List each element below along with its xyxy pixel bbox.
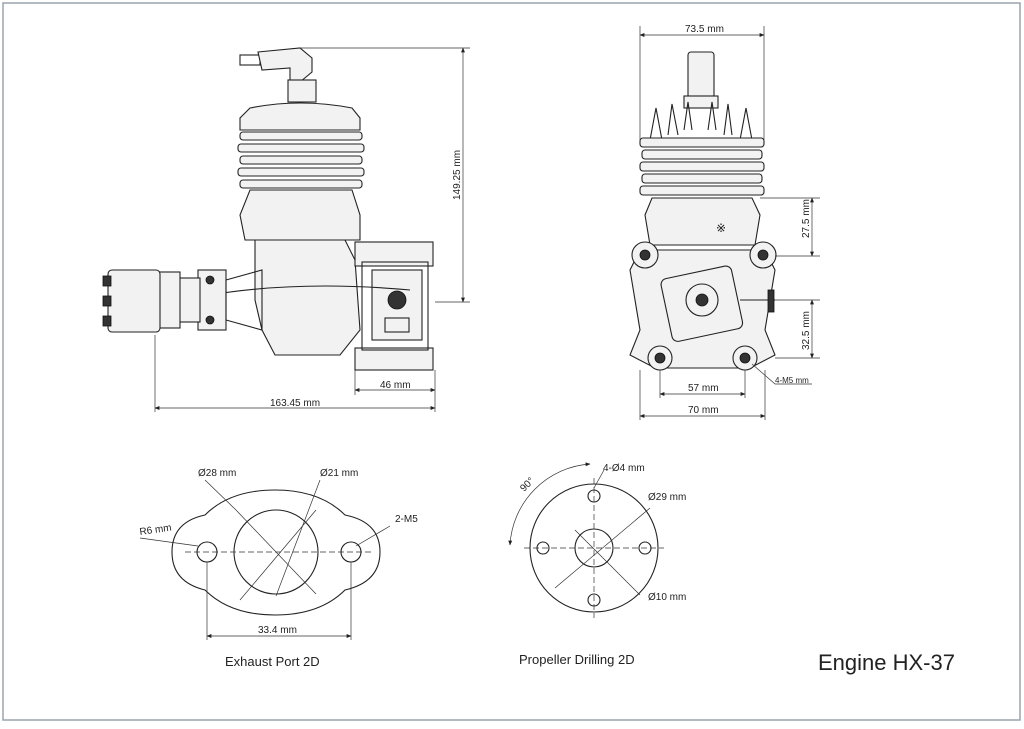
front-lower-offset-label: 32.5 mm bbox=[801, 311, 812, 350]
side-height-label: 149.25 mm bbox=[452, 150, 463, 200]
front-mount-spacing-label: 57 mm bbox=[688, 383, 719, 394]
side-view-dimensions: 149.25 mm 46 mm 163.45 mm bbox=[154, 47, 470, 412]
side-mount-depth-label: 46 mm bbox=[380, 380, 411, 391]
exhaust-port-dimensions: Ø28 mm Ø21 mm R6 mm 2-M5 33.4 mm bbox=[139, 468, 418, 640]
exhaust-port-drawing bbox=[171, 479, 381, 616]
brand-glyph-front: ※ bbox=[716, 221, 726, 235]
front-mount-holes-label: 4-M5 mm bbox=[775, 376, 809, 385]
front-view-dimensions: 73.5 mm 27.5 mm 32.5 mm 57 mm 70 mm 4-M5… bbox=[639, 24, 820, 420]
exhaust-outer-diameter-label: Ø28 mm bbox=[198, 468, 236, 479]
exhaust-radius-label: R6 mm bbox=[139, 523, 172, 538]
propeller-bolt-circle-label: Ø29 mm bbox=[648, 492, 686, 503]
propeller-holes-label: 4-Ø4 mm bbox=[603, 463, 645, 474]
exhaust-inner-diameter-label: Ø21 mm bbox=[320, 468, 358, 479]
exhaust-bolts-label: 2-M5 bbox=[395, 514, 418, 525]
drawing-title: Engine HX-37 bbox=[818, 650, 955, 675]
front-upper-offset-label: 27.5 mm bbox=[801, 199, 812, 238]
propeller-drilling-drawing bbox=[508, 462, 664, 618]
side-length-label: 163.45 mm bbox=[270, 398, 320, 409]
propeller-angle-label: 90° bbox=[518, 476, 536, 494]
exhaust-bolt-spacing-label: 33.4 mm bbox=[258, 625, 297, 636]
exhaust-caption: Exhaust Port 2D bbox=[225, 654, 320, 669]
propeller-caption: Propeller Drilling 2D bbox=[519, 652, 635, 667]
side-view-drawing bbox=[102, 47, 434, 371]
front-view-drawing: ※ bbox=[629, 51, 777, 371]
front-width-top-label: 73.5 mm bbox=[685, 24, 724, 35]
propeller-center-hole-label: Ø10 mm bbox=[648, 592, 686, 603]
front-mount-width-label: 70 mm bbox=[688, 405, 719, 416]
